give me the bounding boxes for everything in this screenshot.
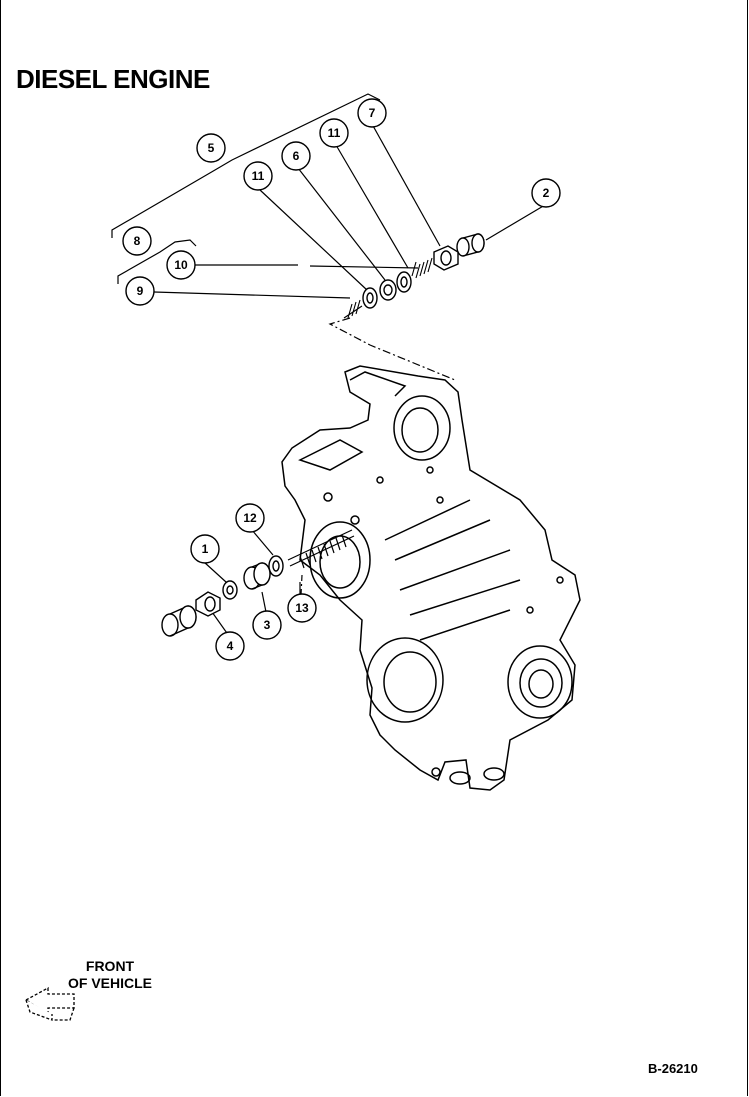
leader-9 [153, 291, 351, 299]
callout-12 [235, 503, 265, 533]
callout-7-label: 7 [369, 106, 376, 120]
spring-10 [411, 257, 433, 279]
alignment-line-top [328, 317, 456, 381]
callout-6-label: 6 [293, 149, 300, 163]
callout-5 [196, 133, 226, 163]
callout-1 [190, 534, 220, 564]
leader-3 [261, 591, 267, 613]
callout-1-label: 1 [202, 542, 209, 556]
callout-9-label: 9 [137, 284, 144, 298]
callout-3 [252, 610, 282, 640]
callout-2-label: 2 [543, 186, 550, 200]
stud-9 [343, 299, 363, 319]
page-title: DIESEL ENGINE [16, 64, 210, 94]
nut-4 [195, 591, 221, 617]
document-number: B-26210 [648, 1061, 698, 1076]
spacer-3 [243, 562, 271, 590]
callout-3-label: 3 [264, 618, 271, 632]
callout-13-label: 13 [295, 601, 309, 615]
leader-7 [371, 123, 441, 247]
leader-1 [203, 561, 227, 583]
callout-6 [281, 141, 311, 171]
callout-10 [166, 250, 196, 280]
leader-11b [335, 144, 409, 269]
callout-10-label: 10 [174, 258, 188, 272]
leader-11a [259, 189, 368, 291]
callout-8-label: 8 [134, 234, 141, 248]
leader-6 [297, 167, 386, 281]
callout-11-upper-label: 11 [328, 126, 341, 140]
engine-front-housing [281, 365, 581, 791]
callout-9 [125, 276, 155, 306]
leader-2 [485, 204, 546, 241]
plug-2 [456, 233, 485, 257]
callout-5-label: 5 [208, 141, 215, 155]
front-of-vehicle-label: FRONT OF VEHICLE [60, 958, 160, 992]
callout-8 [122, 226, 152, 256]
callout-4-label: 4 [227, 639, 234, 653]
callout-2 [531, 178, 561, 208]
group-bracket-5 [111, 93, 381, 238]
washer-11b [396, 271, 412, 293]
front-label-line-1: FRONT [85, 958, 135, 974]
callout-4 [215, 631, 245, 661]
leader-10b [309, 265, 419, 269]
washer-11a [362, 287, 378, 309]
front-of-vehicle-arrow-icon [24, 986, 75, 1021]
group-bracket-8 [117, 239, 197, 284]
front-label-line-2: OF VEHICLE [67, 975, 152, 991]
stud-13 [287, 529, 355, 569]
cap-plug [161, 605, 197, 637]
callout-11-lower-label: 11 [252, 169, 265, 183]
callout-11-lower [243, 161, 273, 191]
nut-7 [433, 245, 459, 271]
callout-11-upper [319, 118, 349, 148]
washer-1 [222, 580, 238, 600]
callout-13 [287, 593, 317, 623]
spacer-6 [379, 279, 397, 301]
leader-12 [251, 529, 274, 556]
washer-12 [268, 555, 284, 577]
callout-7 [357, 98, 387, 128]
callout-12-label: 12 [243, 511, 257, 525]
